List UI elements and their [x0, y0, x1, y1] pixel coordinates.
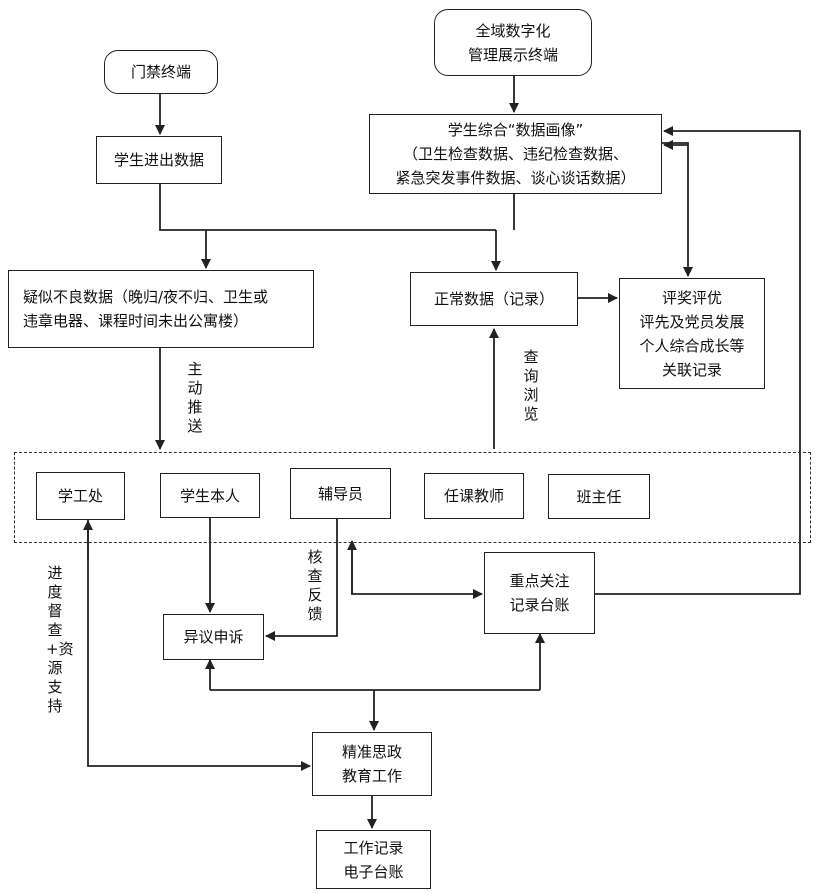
data-portrait-node[interactable]: 学生综合“数据画像” （卫生检查数据、违纪检查数据、 紧急突发事件数据、谈心谈话…: [369, 114, 662, 194]
student-affairs-label: 学工处: [57, 487, 103, 505]
active-push-label: 主动推送: [187, 360, 203, 435]
counselor-node[interactable]: 辅导员: [290, 468, 391, 519]
student-self-label: 学生本人: [179, 486, 240, 505]
arrow-portrait-to-awards: [662, 142, 693, 277]
data-portrait-line1: 学生综合“数据画像”: [447, 121, 584, 139]
query-browse-label: 查询浏览: [523, 348, 539, 423]
student-in-out-label: 学生进出数据: [113, 151, 204, 169]
awards-line3: 个人综合成长等: [639, 336, 745, 355]
teacher-label: 任课教师: [443, 487, 504, 505]
key-focus-line2: 记录台账: [509, 596, 570, 614]
appeal-label: 异议申诉: [183, 628, 244, 646]
full-domain-terminal-node[interactable]: 全域数字化 管理展示终端: [434, 9, 592, 76]
teacher-node[interactable]: 任课教师: [424, 473, 524, 519]
key-focus-node[interactable]: 重点关注 记录台账: [484, 552, 595, 634]
suspect-bad-data-line2: 违章电器、课程时间未出公寓楼）: [23, 312, 249, 330]
arrow-affairs-to-precise: [87, 520, 311, 771]
gate-terminal-label: 门禁终端: [130, 63, 191, 81]
awards-line4: 关联记录: [661, 360, 722, 379]
appeal-node[interactable]: 异议申诉: [163, 614, 264, 660]
precise-education-line1: 精准思政: [341, 743, 402, 761]
head-teacher-label: 班主任: [576, 487, 622, 506]
work-record-line1: 工作记录: [343, 838, 404, 857]
student-self-node[interactable]: 学生本人: [160, 473, 260, 518]
progress-supervision-label: 进度督查+资源支持: [46, 564, 74, 715]
full-domain-terminal-line1: 全域数字化: [475, 21, 551, 40]
normal-data-label: 正常数据（记录）: [433, 290, 554, 308]
merge-line-inout: [159, 184, 496, 231]
suspect-bad-data-line1: 疑似不良数据（晚归/夜不归、卫生或: [23, 288, 269, 306]
normal-data-node[interactable]: 正常数据（记录）: [410, 272, 578, 326]
arrow-keyfocus-to-portrait: [595, 126, 801, 595]
student-in-out-node[interactable]: 学生进出数据: [96, 136, 222, 184]
arrow-counselor-to-keyfocus: [351, 545, 483, 599]
awards-line1: 评奖评优: [661, 288, 722, 307]
arrow-verify-feedback: [265, 518, 338, 641]
precise-education-line2: 教育工作: [341, 767, 402, 785]
work-record-node[interactable]: 工作记录 电子台账: [316, 830, 431, 889]
work-record-line2: 电子台账: [343, 862, 404, 881]
data-portrait-line3: 紧急突发事件数据、谈心谈话数据）: [395, 169, 636, 187]
awards-line2: 评先及党员发展: [639, 312, 745, 331]
suspect-bad-data-node[interactable]: 疑似不良数据（晚归/夜不归、卫生或 违章电器、课程时间未出公寓楼）: [8, 270, 314, 348]
gate-terminal-node[interactable]: 门禁终端: [104, 50, 218, 94]
full-domain-terminal-line2: 管理展示终端: [467, 45, 558, 64]
roles-group: [14, 452, 811, 543]
student-affairs-node[interactable]: 学工处: [36, 472, 125, 520]
awards-node[interactable]: 评奖评优 评先及党员发展 个人综合成长等 关联记录: [619, 278, 765, 389]
counselor-label: 辅导员: [317, 484, 363, 503]
verify-feedback-label: 核查反馈: [307, 548, 323, 623]
data-portrait-line2: （卫生检查数据、违纪检查数据、: [402, 145, 628, 163]
head-teacher-node[interactable]: 班主任: [548, 474, 650, 519]
precise-education-node[interactable]: 精准思政 教育工作: [312, 732, 432, 796]
key-focus-line1: 重点关注: [509, 572, 570, 590]
